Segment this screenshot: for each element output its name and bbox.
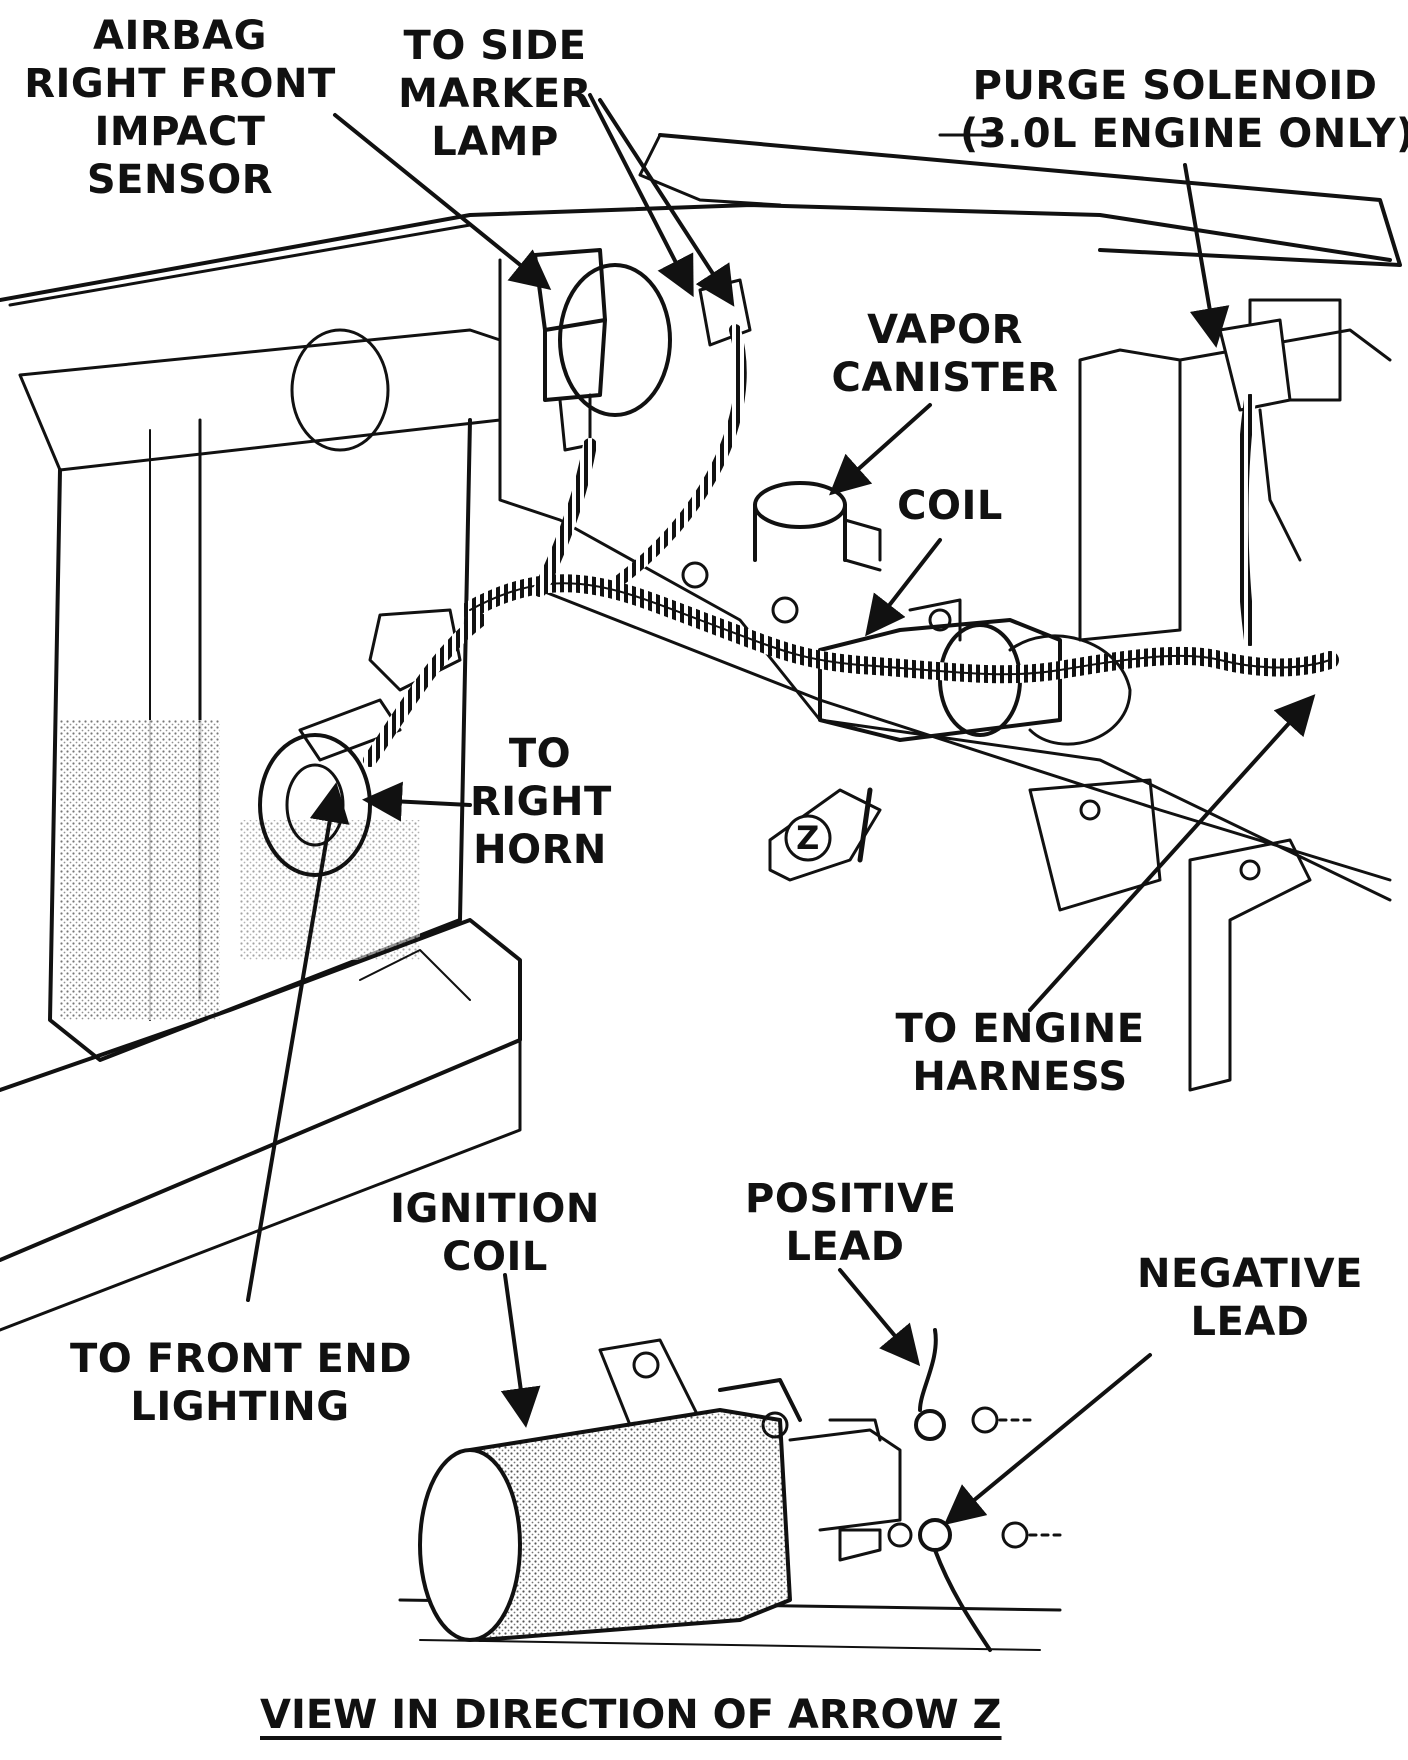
label-airbag-sensor: AIRBAG RIGHT FRONT IMPACT SENSOR: [24, 13, 336, 203]
leader-positive: [838, 1268, 921, 1367]
leader-airbag: [333, 113, 552, 291]
label-ignition-coil: IGNITION COIL: [390, 1186, 600, 1280]
inner-fender-wall: [498, 258, 1392, 902]
negative-terminal-ring: [918, 1518, 952, 1552]
label-vapor-canister: VAPOR CANISTER: [831, 307, 1059, 401]
arrow-z-letter: Z: [796, 819, 820, 857]
radiator-support: [18, 328, 502, 472]
label-purge-solenoid: PURGE SOLENOID (3.0L ENGINE ONLY): [960, 63, 1408, 157]
ignition-coil-body: [468, 1408, 792, 1642]
coil-body-top: [818, 618, 1062, 742]
label-positive-lead: POSITIVE LEAD: [745, 1176, 957, 1270]
leader-purge: [1183, 163, 1230, 348]
ignition-coil-end: [418, 1448, 522, 1642]
positive-terminal-ring: [914, 1409, 946, 1441]
arrow-z-circle: [784, 814, 832, 862]
leader-horn: [362, 781, 472, 822]
leader-front-end: [246, 782, 350, 1302]
hood-hinge-panel: [658, 133, 1402, 267]
leader-side-marker-1: [588, 93, 694, 298]
lower-fender: [0, 918, 522, 1262]
arrow-z-body: [768, 788, 882, 882]
label-front-end-lighting: TO FRONT END LIGHTING: [70, 1336, 413, 1430]
leader-side-marker-2: [598, 98, 735, 307]
leader-vapor: [829, 403, 932, 496]
fender-edge: [8, 223, 472, 307]
shock-tower: [558, 263, 672, 417]
leader-coil: [865, 538, 942, 637]
label-engine-harness: TO ENGINE HARNESS: [895, 1006, 1145, 1100]
view-caption: VIEW IN DIRECTION OF ARROW Z: [260, 1692, 1002, 1738]
leader-ignition-coil: [500, 1273, 541, 1428]
label-right-horn: TO RIGHT HORN: [470, 731, 612, 873]
battery-box: [1078, 348, 1182, 642]
leader-negative: [943, 1353, 1152, 1526]
label-side-marker: TO SIDE MARKER LAMP: [398, 23, 592, 165]
detail-view: [398, 1268, 1152, 1652]
airbag-sensor-body: [533, 248, 607, 332]
label-negative-lead: NEGATIVE LEAD: [1137, 1251, 1363, 1345]
leader-engine-harness: [1028, 694, 1316, 1012]
label-coil: COIL: [897, 483, 1003, 529]
